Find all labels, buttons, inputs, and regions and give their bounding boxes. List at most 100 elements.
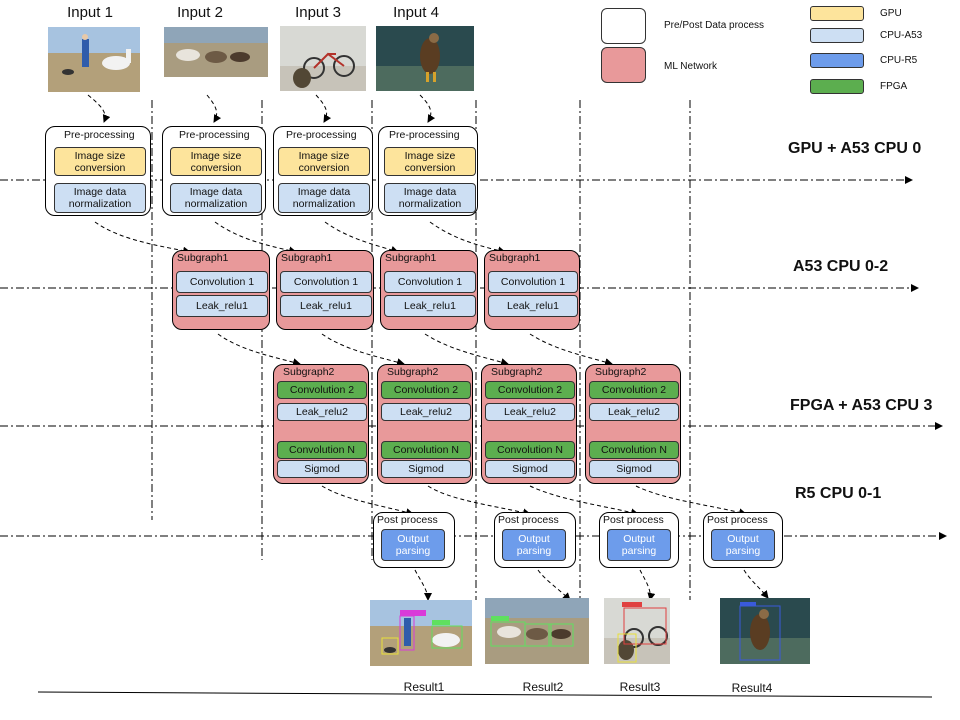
legend-fpga-label: FPGA <box>880 81 908 92</box>
convolution-1: Convolution 1 <box>176 271 268 293</box>
subgraph2-block: Subgraph2 Convolution 2 Leak_relu2 Convo… <box>585 364 681 484</box>
subgraph1-block: Subgraph1 Convolution 1 Leak_relu1 <box>380 250 478 330</box>
convolution-2: Convolution 2 <box>381 381 471 399</box>
result-3-image <box>604 598 670 664</box>
input-3-image <box>280 26 366 91</box>
input-2-label: Input 2 <box>177 4 223 21</box>
post-process-block: Post process Output parsing <box>703 512 783 568</box>
input-1-image <box>48 27 140 92</box>
subgraph2-title: Subgraph2 <box>387 366 439 378</box>
result-4-label: Result4 <box>731 681 773 695</box>
input-4-label: Input 4 <box>393 4 439 21</box>
pre-processing-title: Pre-processing <box>389 129 460 141</box>
output-parsing: Output parsing <box>502 529 566 561</box>
image-data-normalization: Image data normalization <box>170 183 262 213</box>
image-data-normalization: Image data normalization <box>54 183 146 213</box>
convolution-n: Convolution N <box>589 441 679 459</box>
stage-lines <box>0 176 947 540</box>
convolution-1: Convolution 1 <box>384 271 476 293</box>
image-size-conversion: Image size conversion <box>170 147 262 176</box>
subgraph1-title: Subgraph1 <box>385 252 437 264</box>
result-2-image <box>485 598 589 664</box>
post-process-block: Post process Output parsing <box>599 512 679 568</box>
sigmod: Sigmod <box>277 460 367 478</box>
input-2-image <box>164 27 268 77</box>
convolution-n: Convolution N <box>485 441 575 459</box>
result-3-label: Result3 <box>619 680 661 694</box>
legend-swatch-gpu <box>810 6 864 21</box>
leak-relu-1: Leak_relu1 <box>488 295 578 317</box>
image-data-normalization: Image data normalization <box>384 183 476 213</box>
pre-processing-title: Pre-processing <box>286 129 357 141</box>
sigmod: Sigmod <box>381 460 471 478</box>
convolution-n: Convolution N <box>277 441 367 459</box>
convolution-1: Convolution 1 <box>488 271 578 293</box>
subgraph1-title: Subgraph1 <box>281 252 333 264</box>
convolution-n: Convolution N <box>381 441 471 459</box>
subgraph2-block: Subgraph2 Convolution 2 Leak_relu2 Convo… <box>481 364 577 484</box>
bottom-rule <box>37 691 933 698</box>
pre-processing-block: Pre-processing Image size conversion Ima… <box>378 126 478 216</box>
image-size-conversion: Image size conversion <box>278 147 370 176</box>
post-process-title: Post process <box>603 514 664 526</box>
input-3-label: Input 3 <box>295 4 341 21</box>
legend-swatch-pre-post <box>601 8 646 44</box>
output-parsing: Output parsing <box>607 529 671 561</box>
stage-title-fpga: FPGA + A53 CPU 3 <box>790 397 933 414</box>
result-1-label: Result1 <box>403 680 445 694</box>
subgraph2-title: Subgraph2 <box>491 366 543 378</box>
leak-relu-1: Leak_relu1 <box>280 295 372 317</box>
legend-swatch-a53 <box>810 28 864 43</box>
legend-swatch-fpga <box>810 79 864 94</box>
subgraph1-title: Subgraph1 <box>177 252 229 264</box>
post-process-block: Post process Output parsing <box>373 512 455 568</box>
convolution-2: Convolution 2 <box>589 381 679 399</box>
output-parsing: Output parsing <box>711 529 775 561</box>
input-4-image <box>376 26 474 91</box>
convolution-2: Convolution 2 <box>485 381 575 399</box>
legend-a53-label: CPU-A53 <box>880 30 923 41</box>
leak-relu-1: Leak_relu1 <box>176 295 268 317</box>
legend-gpu-label: GPU <box>880 8 902 19</box>
pre-processing-title: Pre-processing <box>64 129 135 141</box>
output-parsing: Output parsing <box>381 529 445 561</box>
pre-processing-block: Pre-processing Image size conversion Ima… <box>162 126 266 216</box>
post-process-title: Post process <box>377 514 438 526</box>
convolution-2: Convolution 2 <box>277 381 367 399</box>
legend-swatch-ml <box>601 47 646 83</box>
sigmod: Sigmod <box>485 460 575 478</box>
legend-swatch-r5 <box>810 53 864 68</box>
result-1-image <box>370 600 472 666</box>
image-size-conversion: Image size conversion <box>54 147 146 176</box>
stage-title-a53: A53 CPU 0-2 <box>793 258 889 275</box>
input-1-label: Input 1 <box>67 4 113 21</box>
pre-processing-block: Pre-processing Image size conversion Ima… <box>273 126 373 216</box>
legend-r5-label: CPU-R5 <box>880 55 918 66</box>
subgraph1-block: Subgraph1 Convolution 1 Leak_relu1 <box>484 250 580 330</box>
subgraph2-block: Subgraph2 Convolution 2 Leak_relu2 Convo… <box>273 364 369 484</box>
subgraph1-block: Subgraph1 Convolution 1 Leak_relu1 <box>172 250 270 330</box>
convolution-1: Convolution 1 <box>280 271 372 293</box>
leak-relu-2: Leak_relu2 <box>277 403 367 421</box>
post-process-block: Post process Output parsing <box>494 512 576 568</box>
subgraph1-title: Subgraph1 <box>489 252 541 264</box>
image-data-normalization: Image data normalization <box>278 183 370 213</box>
subgraph1-block: Subgraph1 Convolution 1 Leak_relu1 <box>276 250 374 330</box>
post-process-title: Post process <box>707 514 768 526</box>
result-4-image <box>720 598 810 664</box>
pre-processing-block: Pre-processing Image size conversion Ima… <box>45 126 151 216</box>
post-process-title: Post process <box>498 514 559 526</box>
leak-relu-1: Leak_relu1 <box>384 295 476 317</box>
subgraph2-title: Subgraph2 <box>595 366 647 378</box>
stage-title-r5: R5 CPU 0-1 <box>795 485 882 502</box>
leak-relu-2: Leak_relu2 <box>485 403 575 421</box>
sigmod: Sigmod <box>589 460 679 478</box>
subgraph2-title: Subgraph2 <box>283 366 335 378</box>
legend-ml-label: ML Network <box>664 61 717 72</box>
image-size-conversion: Image size conversion <box>384 147 476 176</box>
subgraph2-block: Subgraph2 Convolution 2 Leak_relu2 Convo… <box>377 364 473 484</box>
leak-relu-2: Leak_relu2 <box>381 403 471 421</box>
leak-relu-2: Leak_relu2 <box>589 403 679 421</box>
result-2-label: Result2 <box>522 680 564 694</box>
